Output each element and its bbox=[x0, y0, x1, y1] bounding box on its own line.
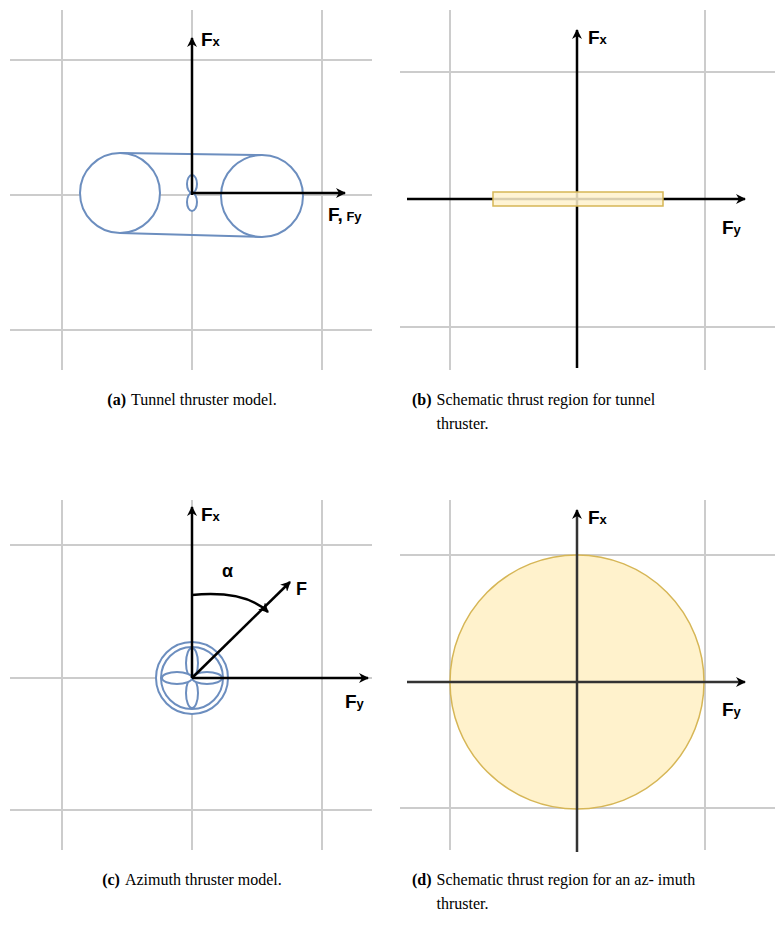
axis-label: Fx bbox=[201, 505, 220, 524]
caption-text: Azimuth thruster model. bbox=[125, 868, 282, 892]
axes bbox=[407, 510, 745, 852]
axes bbox=[192, 38, 345, 195]
grid-lines bbox=[10, 10, 775, 850]
caption-text: Schematic thrust region for tunnel thrus… bbox=[437, 388, 705, 436]
axis-label: F bbox=[296, 580, 307, 598]
caption-text: Tunnel thruster model. bbox=[131, 388, 277, 412]
axes bbox=[192, 507, 368, 678]
caption-letter: (c) bbox=[102, 868, 120, 892]
axis-label: Fx bbox=[588, 508, 607, 527]
caption-text: Schematic thrust region for an az- imuth… bbox=[437, 868, 703, 916]
axis-label: Fy bbox=[722, 700, 741, 719]
figure-caption: (b)Schematic thrust region for tunnel th… bbox=[412, 388, 705, 436]
caption-letter: (d) bbox=[412, 868, 432, 892]
axes bbox=[407, 30, 745, 368]
caption-letter: (b) bbox=[412, 388, 432, 412]
caption-letter: (a) bbox=[107, 388, 126, 412]
figure-caption: (d)Schematic thrust region for an az- im… bbox=[412, 868, 703, 916]
axis-label: Fx bbox=[588, 28, 607, 47]
axis-label: Fx bbox=[201, 30, 220, 49]
axis-label: Fy bbox=[345, 692, 364, 711]
axis-label: F, Fy bbox=[328, 205, 362, 224]
axis-label: α bbox=[222, 562, 233, 580]
thrust-region bbox=[493, 192, 663, 206]
figure-caption: (a) Tunnel thruster model. bbox=[107, 388, 276, 412]
figure-caption: (c) Azimuth thruster model. bbox=[102, 868, 282, 892]
axis-label: Fy bbox=[722, 218, 741, 237]
